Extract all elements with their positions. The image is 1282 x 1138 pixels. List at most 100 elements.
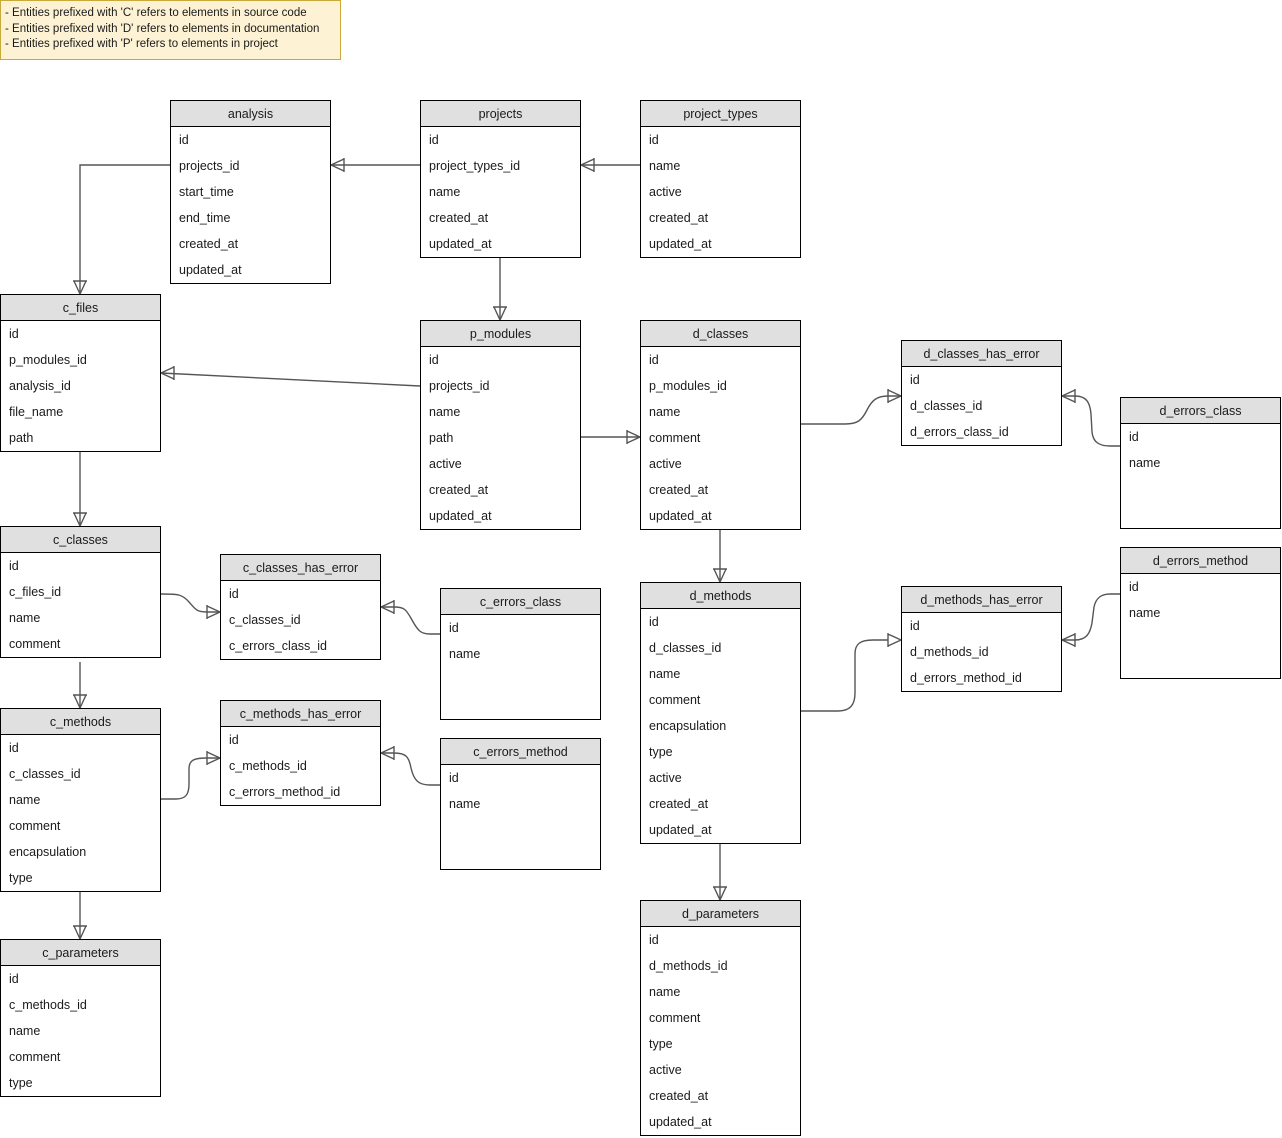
entity-field: id bbox=[910, 619, 920, 633]
connector-d_methods-d_parameters bbox=[713, 842, 727, 901]
entity-field: comment bbox=[9, 1050, 61, 1064]
entity-field: start_time bbox=[179, 185, 234, 199]
entity-field: name bbox=[9, 611, 41, 625]
entity-field: project_types_id bbox=[429, 159, 521, 173]
entity-title-d_errors_class: d_errors_class bbox=[1121, 398, 1280, 424]
entity-title-p_modules: p_modules bbox=[421, 321, 580, 347]
entity-field: c_methods_id bbox=[9, 998, 87, 1012]
entity-field: c_methods_id bbox=[229, 759, 307, 773]
entity-field: created_at bbox=[429, 483, 489, 497]
entity-field bbox=[1121, 476, 1280, 502]
entity-field: updated_at bbox=[179, 263, 242, 277]
entity-field bbox=[441, 693, 600, 719]
connector-c_methods-c_methods_has_error bbox=[161, 751, 221, 800]
entity-field: created_at bbox=[649, 797, 709, 811]
entity-field: name bbox=[1129, 456, 1161, 470]
entity-field: id bbox=[649, 353, 659, 367]
entity-field: id bbox=[449, 621, 459, 635]
entity-field: c_classes_id bbox=[9, 767, 81, 781]
entity-field: name bbox=[649, 667, 681, 681]
entity-title-c_errors_method: c_errors_method bbox=[441, 739, 600, 765]
entity-field: type bbox=[9, 871, 33, 885]
entity-title-c_methods_has_error: c_methods_has_error bbox=[221, 701, 380, 727]
entity-field: id bbox=[649, 933, 659, 947]
entity-field: id bbox=[429, 133, 439, 147]
entity-field: id bbox=[449, 771, 459, 785]
entity-field: name bbox=[649, 985, 681, 999]
entity-field bbox=[1121, 502, 1280, 528]
entity-field: created_at bbox=[649, 211, 709, 225]
entity-field: d_methods_id bbox=[649, 959, 728, 973]
entity-field: projects_id bbox=[429, 379, 490, 393]
entity-field: active bbox=[649, 1063, 682, 1077]
connector-p_modules-d_classes bbox=[581, 430, 641, 444]
entity-fields-c_errors_class: id name bbox=[441, 615, 600, 719]
connector-c_methods-c_parameters bbox=[73, 891, 87, 940]
connector-d_classes-d_methods bbox=[713, 528, 727, 583]
entity-field: name bbox=[9, 1024, 41, 1038]
entity-field: active bbox=[429, 457, 462, 471]
entity-field: name bbox=[449, 647, 481, 661]
entity-field: c_classes_id bbox=[229, 613, 301, 627]
entity-field: path bbox=[429, 431, 454, 445]
entity-field: comment bbox=[649, 1011, 701, 1025]
legend-line-c: - Entities prefixed with 'C' refers to e… bbox=[5, 7, 307, 19]
legend-line-p: - Entities prefixed with 'P' refers to e… bbox=[5, 38, 278, 51]
entity-field: id bbox=[649, 615, 659, 629]
entity-field bbox=[1121, 626, 1280, 652]
connector-projects-p_modules bbox=[493, 256, 507, 321]
entity-field bbox=[441, 843, 600, 869]
entity-title-analysis: analysis bbox=[171, 101, 330, 127]
connector-d_classes_has_error-d_errors_class bbox=[1061, 389, 1120, 447]
entity-field: name bbox=[449, 797, 481, 811]
entity-field: id bbox=[229, 733, 239, 747]
entity-title-c_files: c_files bbox=[1, 295, 160, 321]
entity-field: projects_id bbox=[179, 159, 240, 173]
entity-field: d_classes_id bbox=[649, 641, 722, 655]
entity-field: id bbox=[179, 133, 189, 147]
connector-projects-project_types bbox=[580, 158, 640, 172]
entity-field: name bbox=[649, 405, 681, 419]
entity-field: path bbox=[9, 431, 34, 445]
entity-title-projects: projects bbox=[421, 101, 580, 127]
entity-title-d_errors_method: d_errors_method bbox=[1121, 548, 1280, 574]
entity-title-c_classes_has_error: c_classes_has_error bbox=[221, 555, 380, 581]
entity-field: created_at bbox=[649, 1089, 709, 1103]
entity-field: id bbox=[1129, 580, 1139, 594]
entity-title-c_parameters: c_parameters bbox=[1, 940, 160, 966]
entity-field: encapsulation bbox=[9, 845, 87, 859]
entity-title-project_types: project_types bbox=[641, 101, 800, 127]
entity-field bbox=[441, 667, 600, 693]
entity-field: comment bbox=[9, 819, 61, 833]
entity-field: name bbox=[649, 159, 681, 173]
